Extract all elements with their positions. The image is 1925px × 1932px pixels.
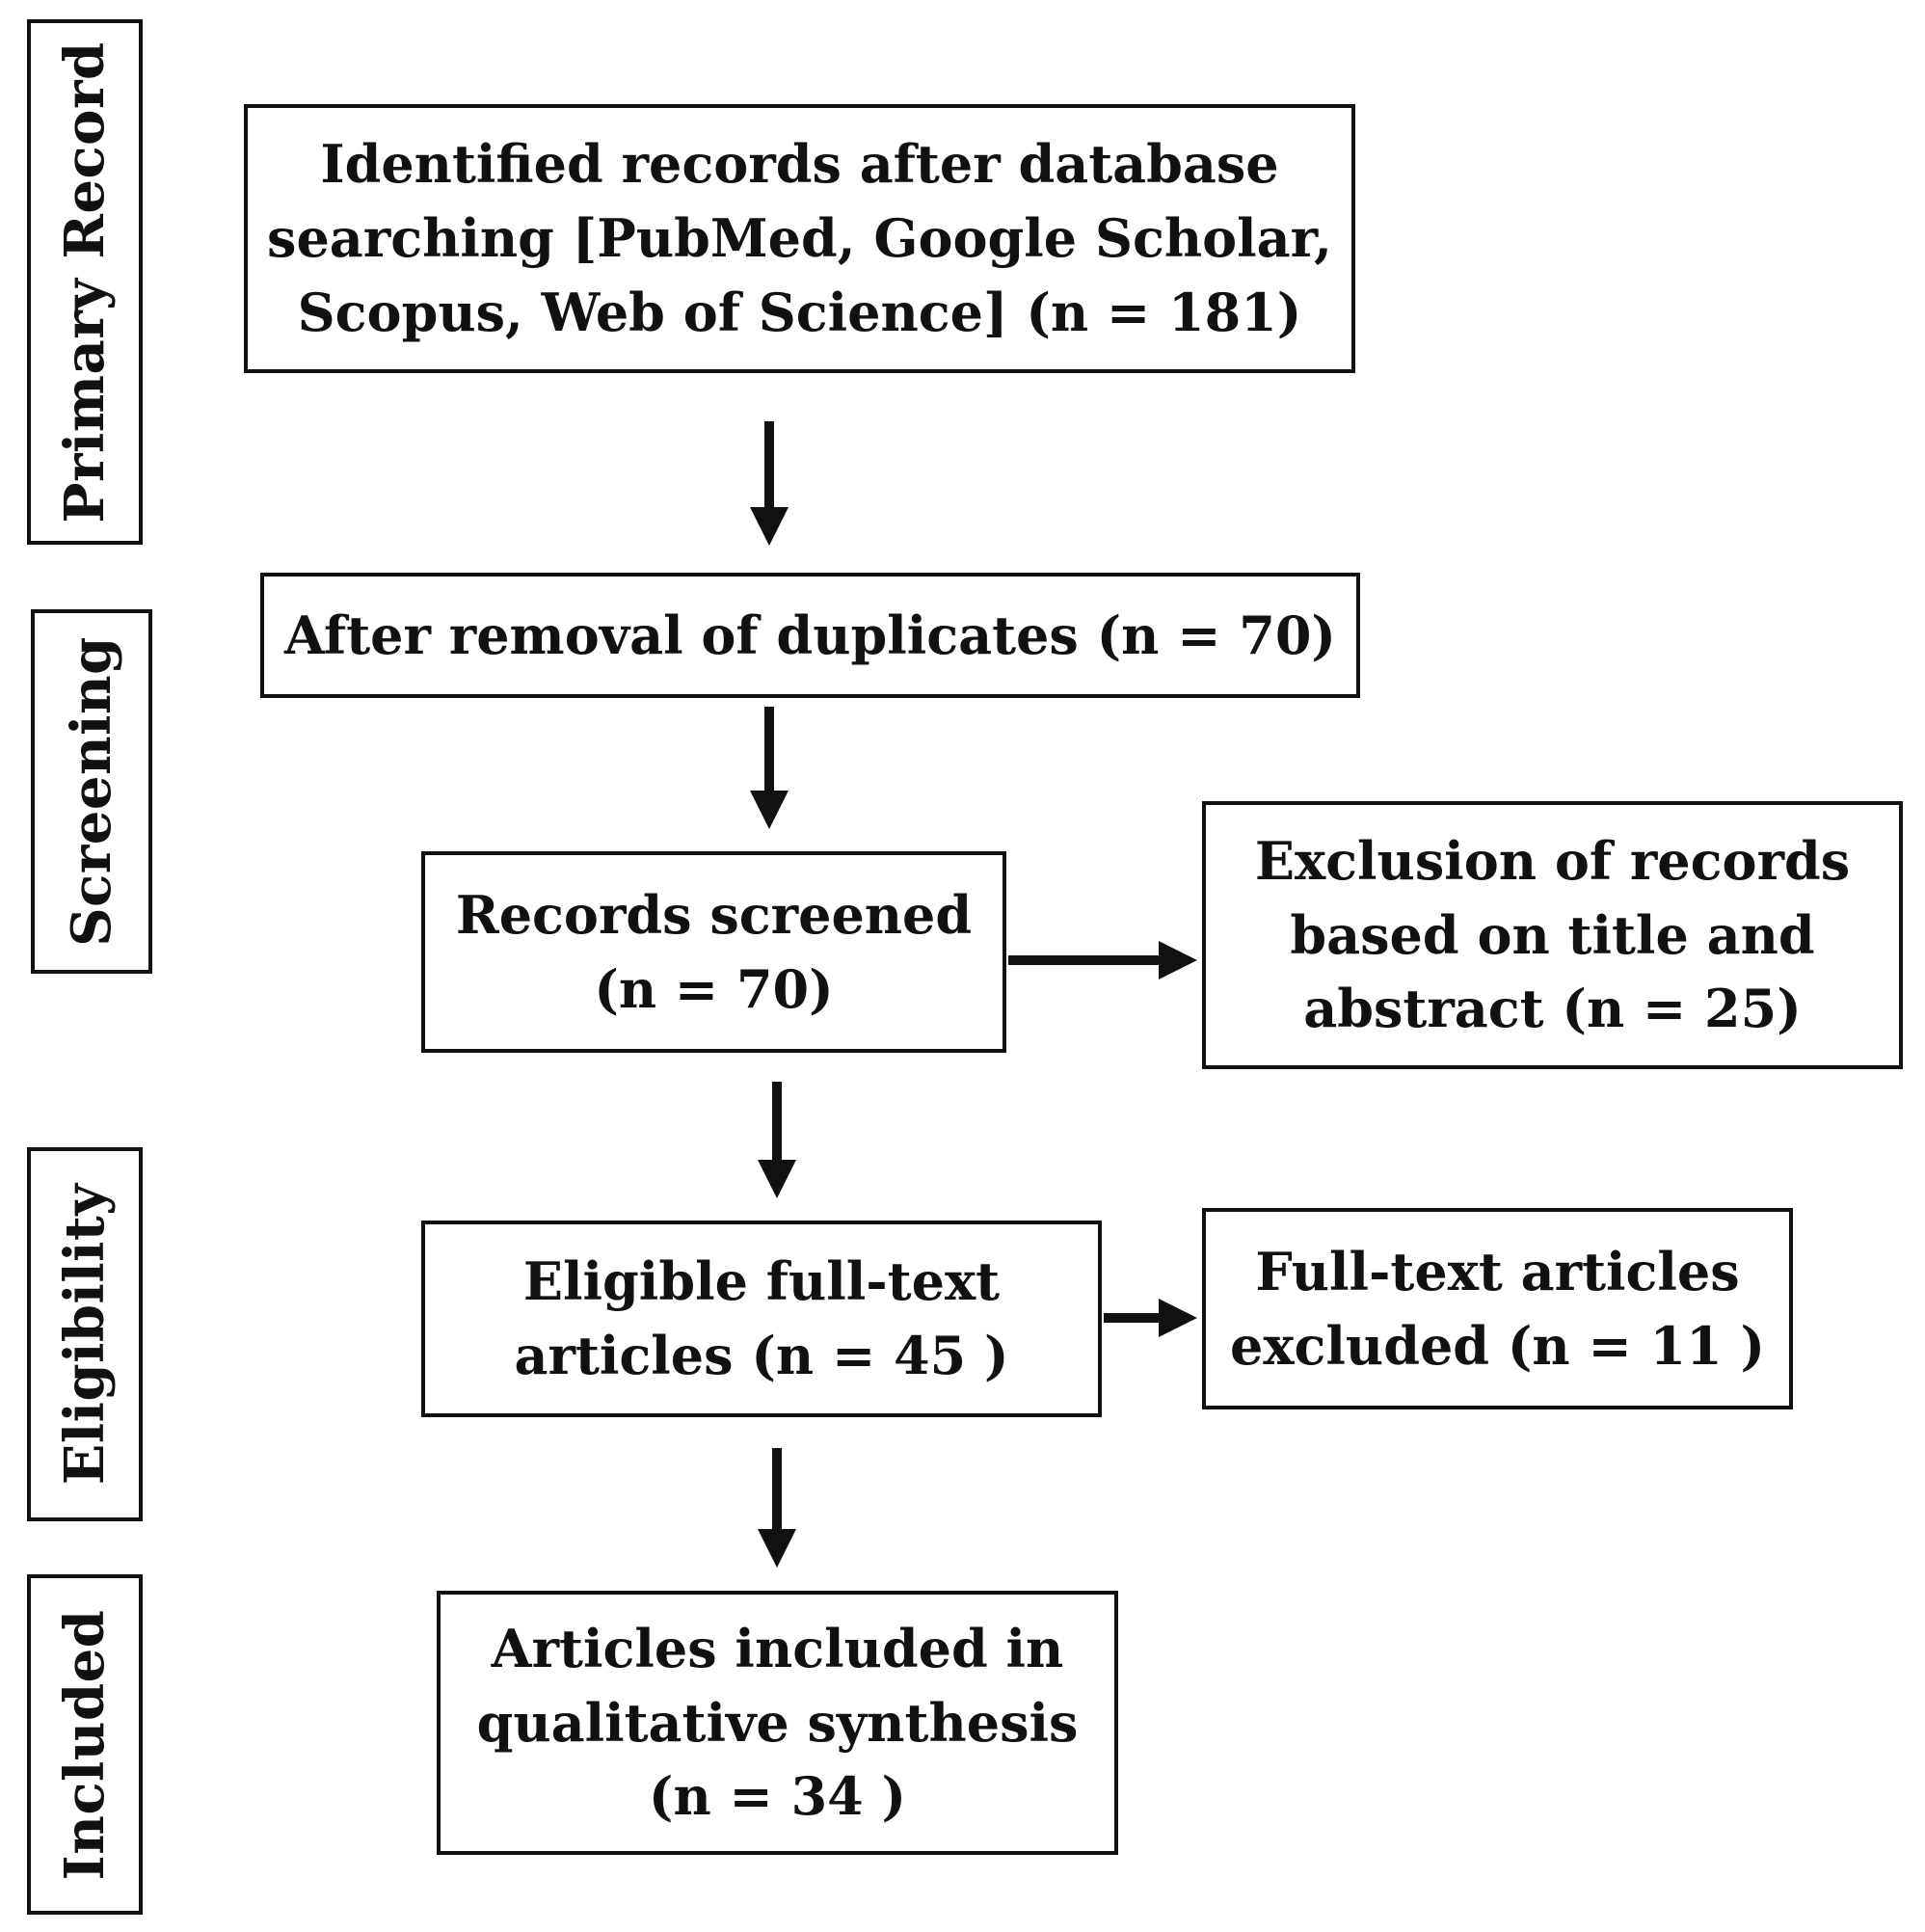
stage-eligibility-label: Eligibility [53, 1183, 117, 1486]
stage-included-label: Included [53, 1609, 117, 1880]
full-text-excluded-box: Full-text articles excluded (n = 11 ) [1202, 1208, 1793, 1409]
stage-eligibility: Eligibility [27, 1147, 143, 1521]
stage-screening-label: Screening [60, 636, 123, 947]
stage-screening: Screening [31, 609, 152, 974]
full-text-excluded-text: Full-text articles excluded (n = 11 ) [1229, 1240, 1766, 1377]
stage-included: Included [27, 1574, 143, 1915]
included-synthesis-text: Articles included in qualitative synthes… [476, 1617, 1079, 1828]
records-screened-text: Records screened (n = 70) [455, 883, 973, 1020]
duplicates-removed-text: After removal of duplicates (n = 70) [284, 604, 1336, 666]
identified-records-text: Identified records after database search… [267, 133, 1332, 343]
eligible-full-text-text: Eligible full-text articles (n = 45 ) [514, 1250, 1009, 1386]
records-screened-box: Records screened (n = 70) [421, 851, 1006, 1053]
eligible-full-text-box: Eligible full-text articles (n = 45 ) [421, 1221, 1102, 1417]
title-abstract-exclusion-text: Exclusion of records based on title and … [1254, 829, 1851, 1040]
duplicates-removed-box: After removal of duplicates (n = 70) [260, 573, 1360, 698]
stage-primary-record-label: Primary Record [53, 40, 117, 523]
included-synthesis-box: Articles included in qualitative synthes… [437, 1591, 1118, 1855]
stage-primary-record: Primary Record [27, 19, 143, 545]
title-abstract-exclusion-box: Exclusion of records based on title and … [1202, 801, 1903, 1069]
identified-records-box: Identified records after database search… [244, 104, 1355, 373]
